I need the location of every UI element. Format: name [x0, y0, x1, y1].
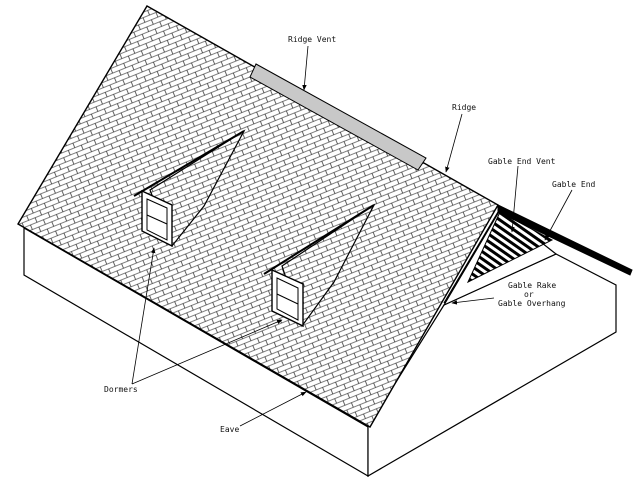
dormer-left-ridge [133, 130, 245, 197]
ridge-vent-leader [302, 45, 309, 91]
dormers-leader-1 [131, 247, 156, 385]
dormers-leader-2 [131, 319, 283, 385]
label-ridge: Ridge [452, 103, 476, 112]
label-dormers: Dormers [104, 385, 138, 394]
label-gable-rake-1: Gable Rake [508, 281, 556, 290]
leaders [131, 45, 573, 427]
dormer-right-sash [276, 293, 299, 305]
label-gable-end-vent: Gable End Vent [488, 157, 556, 166]
dormer-right [263, 203, 376, 328]
ridge-leader [445, 113, 463, 173]
gable-rake [497, 204, 633, 276]
label-ridge-vent: Ridge Vent [288, 35, 336, 44]
label-gable-end: Gable End [552, 180, 596, 189]
gable-rake-lower-edge [443, 211, 499, 304]
dormer-left [133, 129, 246, 248]
ridge-vent [249, 63, 427, 171]
gable-end-leader [544, 189, 573, 241]
label-gable-rake-3: Gable Overhang [498, 299, 566, 308]
eave-leader [239, 391, 307, 427]
gable-end-vent-leader [510, 165, 519, 233]
dormer-left-sash [146, 214, 168, 225]
label-eave: Eave [220, 425, 239, 434]
gable-rake-leader [451, 297, 495, 305]
gable-end-vent [466, 211, 554, 284]
dormer-right-ridge [263, 204, 375, 275]
labels: Ridge Vent Ridge Gable End Vent Gable En… [104, 35, 596, 434]
label-gable-rake-2: or [524, 290, 534, 299]
